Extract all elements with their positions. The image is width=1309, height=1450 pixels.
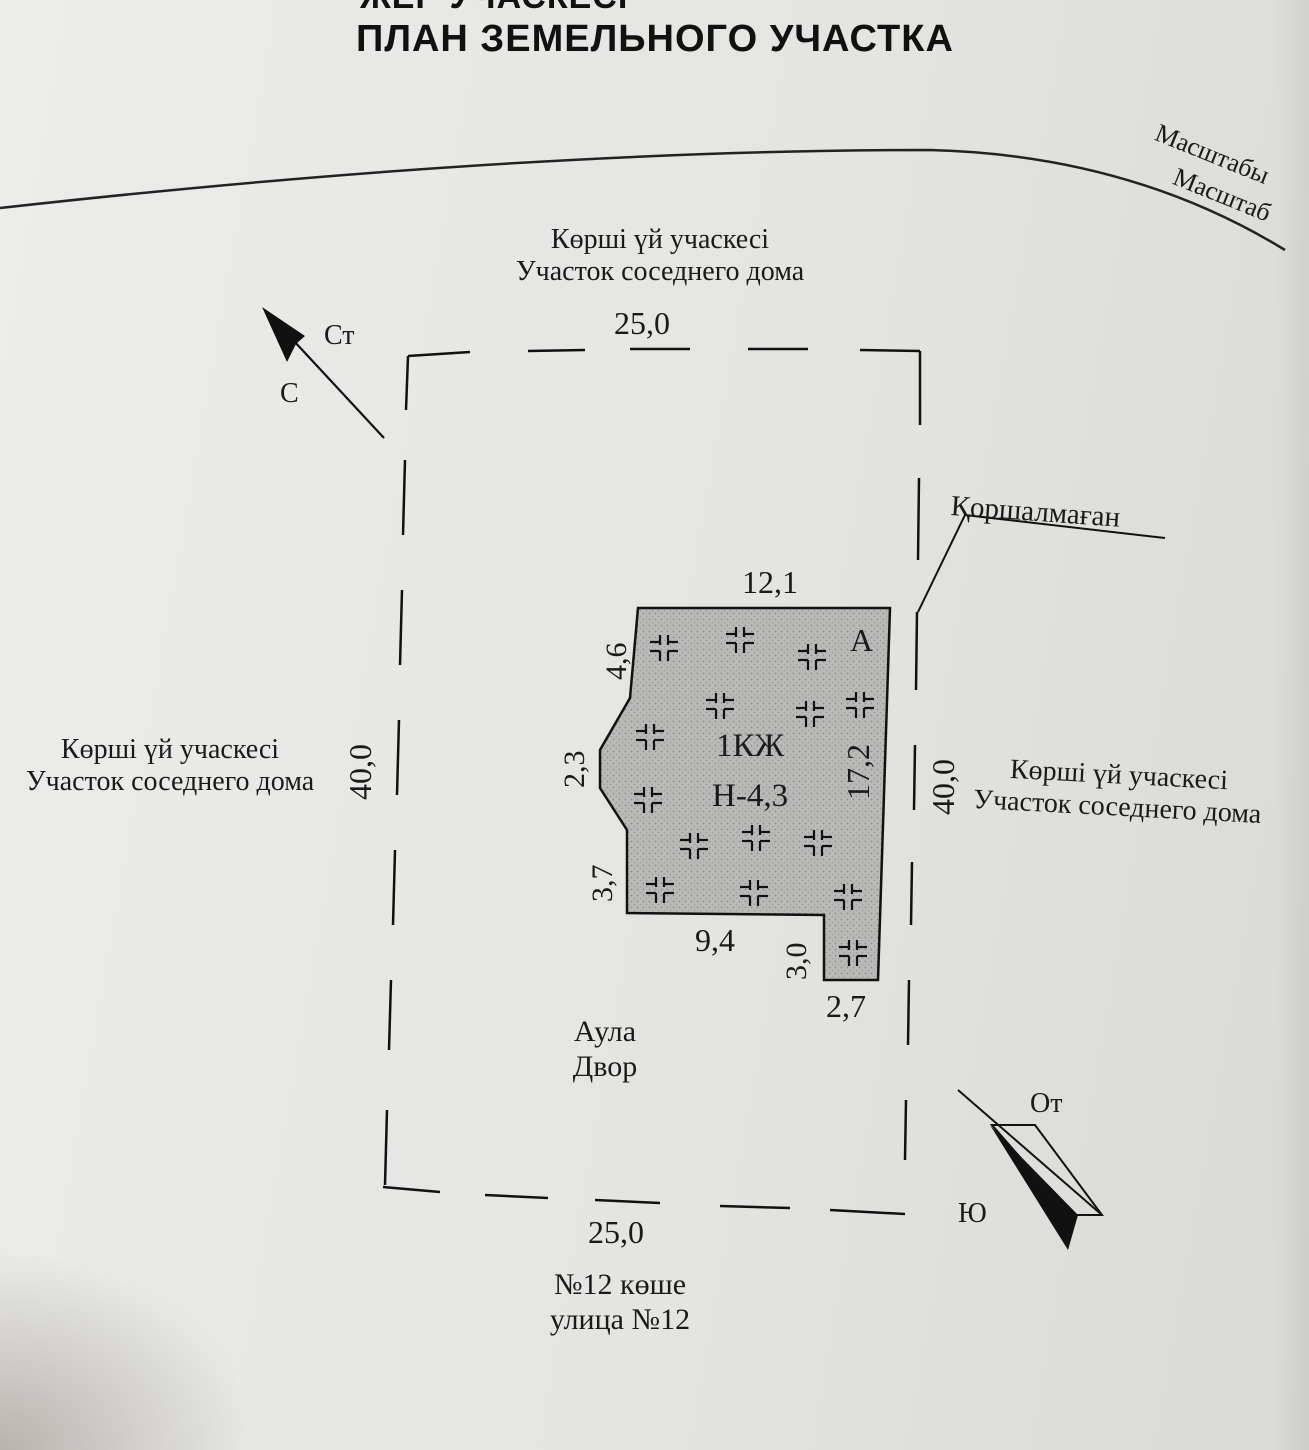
lot-dim-right: 40,0 (925, 759, 961, 815)
building-footprint (598, 606, 892, 982)
lot-dim-bottom: 25,0 (588, 1214, 644, 1250)
compass-north-ru: С (280, 378, 299, 409)
yard-label: Аула Двор (550, 1015, 660, 1084)
lot-dim-left: 40,0 (342, 744, 378, 800)
neighbor-left-ru: Участок соседнего дома (25, 766, 315, 798)
lot-boundary (382, 347, 922, 1216)
neighbor-left-kz: Көрші үй учаскесі (60, 734, 280, 765)
page-edge-shade (1275, 0, 1309, 1450)
neighbor-left: Көрші үй учаскесі Участок соседнего дома (10, 734, 330, 798)
dim-notch-width: 2,7 (826, 988, 866, 1024)
street-label: №12 көше улица №12 (520, 1268, 720, 1337)
street-kz: №12 көше (553, 1268, 687, 1301)
yard-kz: Аула (573, 1015, 637, 1048)
dim-left-lower: 3,7 (586, 864, 619, 903)
lot-dim-top: 25,0 (614, 305, 670, 341)
south-arrow (957, 1089, 1104, 1250)
compass-south-ru: Ю (958, 1198, 987, 1229)
dim-bottom: 9,4 (695, 922, 735, 958)
dim-top: 12,1 (742, 564, 798, 600)
building-letter: А (850, 622, 874, 658)
compass-north-kz: Ст (324, 320, 355, 351)
dim-notch-height: 3,0 (780, 942, 813, 981)
north-arrow (262, 307, 385, 439)
finger-shadow (0, 1250, 260, 1450)
dim-right: 17,2 (840, 744, 876, 800)
neighbor-top-kz: Көрші үй учаскесі (550, 224, 770, 255)
yard-ru: Двор (572, 1049, 638, 1083)
dim-left-upper: 4,6 (600, 642, 633, 681)
building-height: Н-4,3 (712, 778, 789, 814)
dim-left-middle: 2,3 (558, 750, 591, 789)
neighbor-top: Көрші үй учаскесі Участок соседнего дома (485, 224, 835, 288)
header-divider (0, 148, 1286, 252)
neighbor-top-ru: Участок соседнего дома (515, 256, 805, 288)
building-code: 1КЖ (716, 728, 785, 764)
document-title-top: ЖЕР УЧАСКЕСІ (360, 0, 628, 17)
compass-south-kz: От (1030, 1088, 1063, 1119)
fence-note-leader (917, 513, 1166, 613)
document-title: ПЛАН ЗЕМЕЛЬНОГО УЧАСТКА (356, 18, 954, 60)
street-ru: улица №12 (549, 1302, 691, 1336)
